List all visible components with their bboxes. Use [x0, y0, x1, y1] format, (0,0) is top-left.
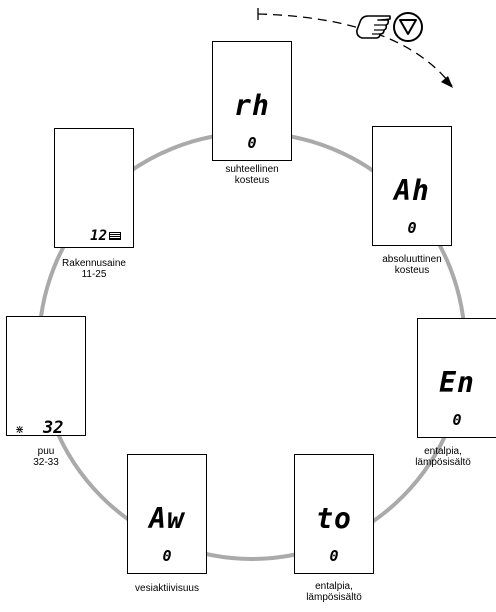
display-code: rh: [234, 89, 270, 122]
caption-line: 32-33: [33, 457, 59, 468]
caption-line: Rakennusaine: [62, 258, 126, 269]
caption-line: entalpia,: [424, 446, 462, 457]
caption-line: lämpösisältö: [415, 457, 471, 468]
caption-line: entalpia,: [315, 581, 353, 592]
caption-wood: puu 32-33: [0, 446, 111, 468]
display-value: 0: [452, 411, 462, 429]
display-code: En: [439, 366, 475, 399]
display-value: 32: [43, 418, 64, 438]
caption-line: kosteus: [394, 265, 430, 276]
caption-rh: suhteellinen kosteus: [187, 164, 317, 186]
caption-line: kosteus: [234, 175, 270, 186]
display-value: 12: [90, 228, 107, 244]
display-en: En 0: [417, 318, 496, 438]
pointing-hand-icon: [356, 15, 391, 39]
caption-line: suhteellinen: [225, 164, 279, 175]
display-value: 0: [407, 219, 417, 237]
tree-icon: ⋇: [15, 424, 25, 436]
display-to: to 0: [294, 454, 374, 574]
caption-line: 11-25: [81, 269, 107, 280]
display-code: Aw: [149, 502, 185, 535]
display-aw: Aw 0: [127, 454, 207, 574]
display-code: Ah: [394, 174, 430, 207]
arrow-head: [441, 76, 453, 88]
display-value: 0: [247, 134, 257, 152]
caption-aw: vesiaktiivisuus: [102, 583, 232, 594]
caption-material: Rakennusaine 11-25: [29, 258, 159, 280]
display-value: 0: [162, 547, 172, 565]
display-value: 0: [329, 547, 339, 565]
display-wood: ⋇ 32: [6, 316, 86, 438]
display-material: 12: [54, 128, 134, 248]
display-code: to: [316, 502, 352, 535]
caption-line: vesiaktiivisuus: [135, 583, 199, 594]
caption-line: puu: [37, 446, 55, 457]
caption-en: entalpia, lämpösisältö: [390, 446, 496, 468]
caption-line: absoluuttinen: [382, 254, 442, 265]
display-ah: Ah 0: [372, 126, 452, 246]
triangle-down-icon: [399, 19, 417, 35]
brick-icon: [109, 232, 121, 240]
caption-ah: absoluuttinen kosteus: [347, 254, 477, 276]
display-rh: rh 0: [212, 41, 292, 161]
caption-line: lämpösisältö: [306, 592, 362, 603]
caption-to: entalpia, lämpösisältö: [269, 581, 399, 603]
down-button[interactable]: [393, 12, 423, 42]
